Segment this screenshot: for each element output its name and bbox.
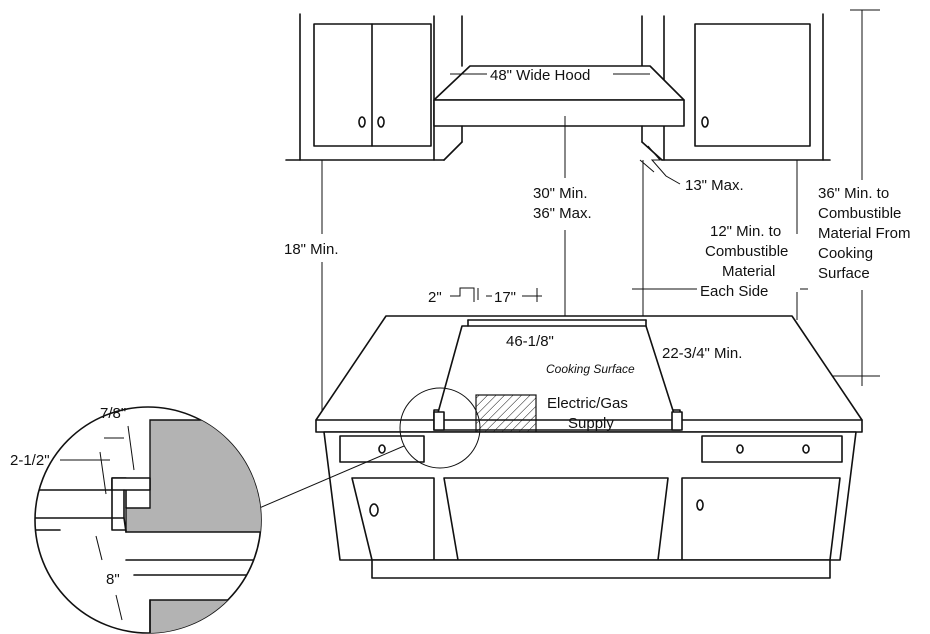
label-detail-7-8: 7/8" bbox=[100, 405, 126, 422]
label-hood-height-min: 30" Min. bbox=[533, 185, 588, 202]
label-cooktop-depth: 22-3/4" Min. bbox=[662, 345, 742, 362]
label-top-clearance-4: Cooking bbox=[818, 245, 873, 262]
right-wall-cabinet bbox=[661, 13, 831, 161]
label-supply-2: Supply bbox=[568, 415, 614, 432]
label-supply-1: Electric/Gas bbox=[547, 395, 628, 412]
label-top-clearance-5: Surface bbox=[818, 265, 870, 282]
label-counter-clearance: 18" Min. bbox=[284, 241, 339, 258]
label-cooking-surface: Cooking Surface bbox=[546, 362, 635, 376]
diagram-labels: 48" Wide Hood 30" Min. 36" Max. 13" Max.… bbox=[10, 67, 911, 588]
label-hood-width: 48" Wide Hood bbox=[490, 67, 590, 84]
edge-detail-view bbox=[34, 406, 262, 634]
label-top-clearance-2: Combustible bbox=[818, 205, 901, 222]
label-side-clearance-2: Combustible bbox=[705, 243, 788, 260]
left-wall-cabinet bbox=[285, 13, 445, 161]
label-cabinet-depth-max: 13" Max. bbox=[685, 177, 744, 194]
range-hood bbox=[433, 15, 685, 161]
label-hood-height-max: 36" Max. bbox=[533, 205, 592, 222]
label-side-clearance-1: 12" Min. to bbox=[710, 223, 781, 240]
label-top-clearance-1: 36" Min. to bbox=[818, 185, 889, 202]
label-top-clearance-3: Material From bbox=[818, 225, 911, 242]
label-side-clearance-4: Each Side bbox=[700, 283, 768, 300]
label-cooktop-width: 46-1/8" bbox=[506, 333, 554, 350]
label-side-clearance-3: Material bbox=[722, 263, 775, 280]
label-detail-2-1-2: 2-1/2" bbox=[10, 452, 50, 469]
island-cabinet bbox=[249, 315, 863, 579]
label-edge-offset: 2" bbox=[428, 289, 442, 306]
label-detail-8: 8" bbox=[106, 571, 120, 588]
label-center-offset: 17" bbox=[494, 289, 516, 306]
